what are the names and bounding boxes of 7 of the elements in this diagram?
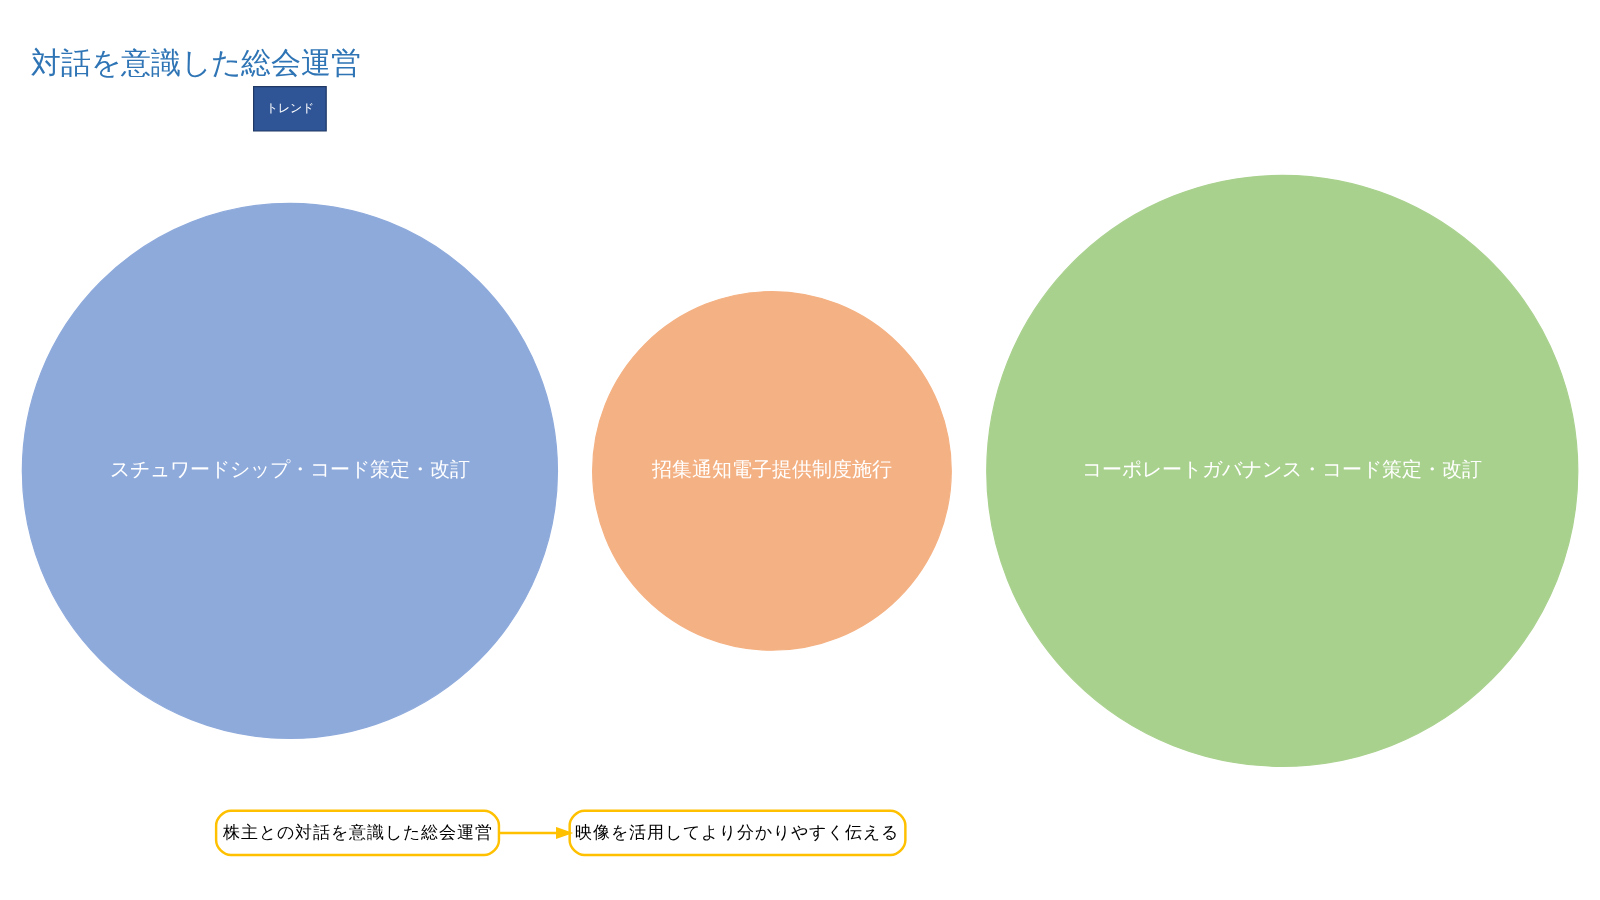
node-box: 株主との対話を意識した総会運営 xyxy=(214,809,501,857)
diagram-title: 対話を意識した総会運営 xyxy=(31,47,362,82)
node-circle: スチュワードシップ・コード策定・改訂 xyxy=(21,202,559,740)
node-circle: 招集通知電子提供制度施行 xyxy=(592,290,952,651)
node-circle: コーポレートガバナンス・コード策定・改訂 xyxy=(986,174,1579,768)
node-box: 映像を活用してより分かりやすく伝える xyxy=(568,809,907,857)
arrow xyxy=(499,826,574,839)
